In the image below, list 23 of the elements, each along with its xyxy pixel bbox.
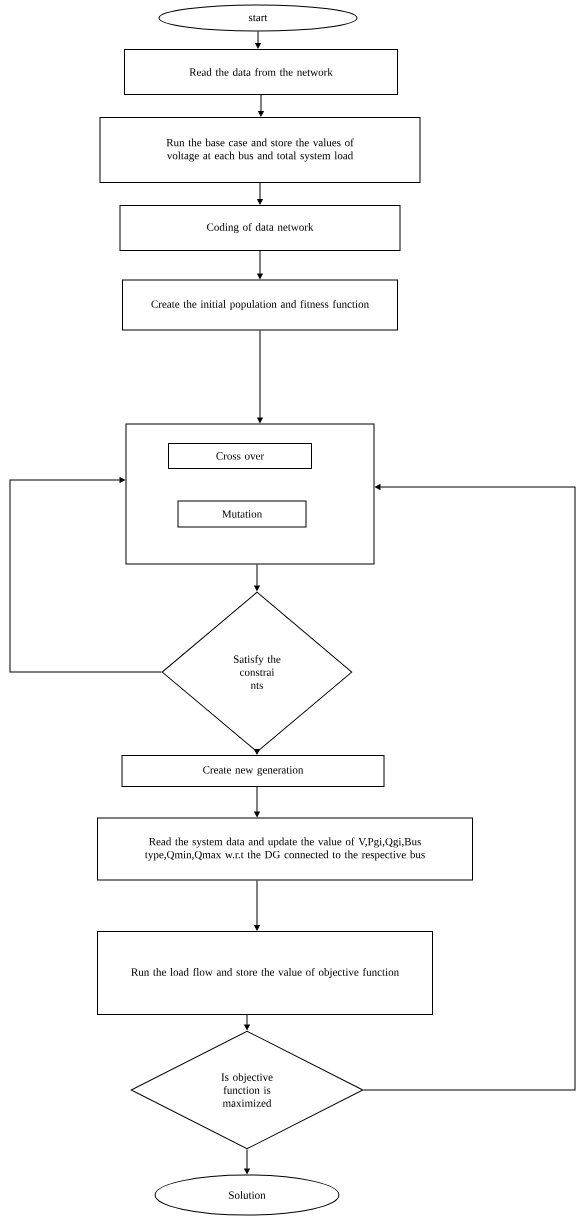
arrow [254,786,260,817]
arrow [257,330,263,423]
process-box: Create the initial population and fitness function [122,279,398,331]
arrow [254,748,260,755]
process-box: Create new generation [121,755,385,787]
process-box: Read the system data and update the value of V,Pgi,Qgi,Bus type,Qmin,Qmax w.r.t the DG connected to the respective bus [97,817,473,881]
process-box: Run the load flow and store the value of objective function [97,931,433,1015]
process-box: Coding of data network [119,205,401,251]
arrow [254,880,260,931]
arrow [244,1149,250,1174]
arrow [9,477,162,673]
process-box: Cross over [168,443,312,469]
arrow [257,250,263,279]
process-box [125,423,375,565]
arrow [255,31,261,49]
arrow [258,94,264,117]
process-box: Mutation [177,500,307,528]
arrow [257,182,263,205]
arrow [254,564,260,591]
arrow [363,484,576,1091]
process-box: Run the base case and store the values of voltage at each bus and total system load [99,117,421,183]
process-box: Read the data from the network [124,49,398,95]
arrow [244,1014,250,1030]
